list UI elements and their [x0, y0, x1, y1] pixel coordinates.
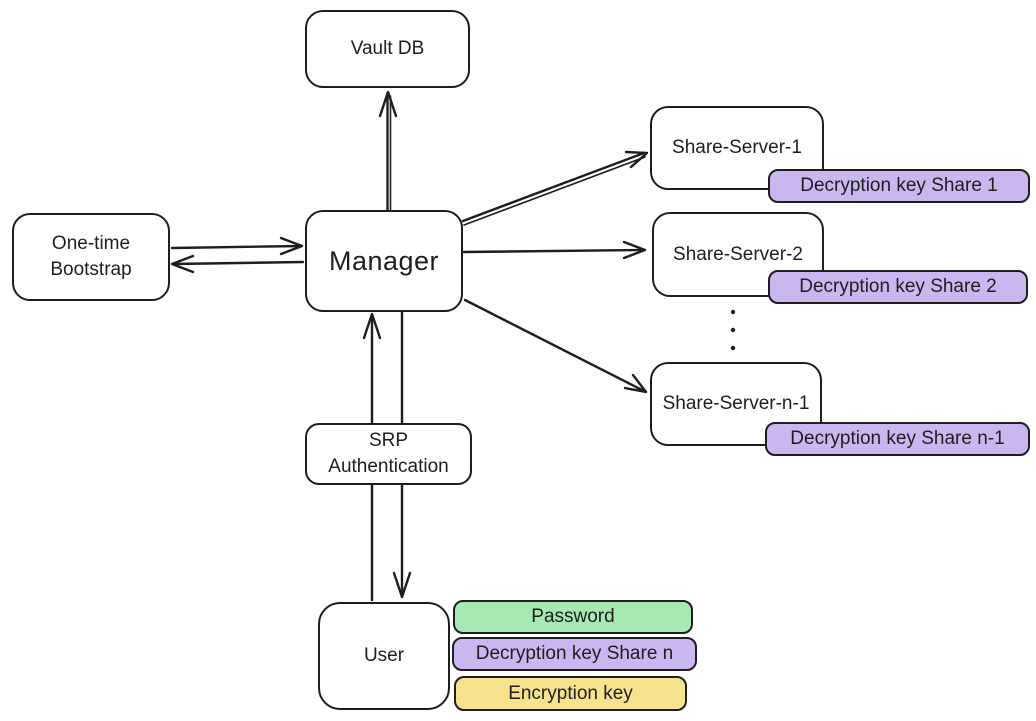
node-share-server-n-1-label: Share-Server-n-1 [662, 393, 810, 415]
node-share-server-1: Share-Server-1 [650, 106, 824, 190]
arrow-manager-to-share-server-n-1 [463, 298, 648, 394]
arrow-manager-to-share-server-1 [461, 150, 649, 226]
tag-encryption-key-label: Encryption key [508, 682, 633, 704]
tag-password: Password [453, 600, 693, 634]
tag-decryption-key-share-n: Decryption key Share n [452, 637, 697, 671]
arrow-bootstrap-to-manager [170, 236, 304, 256]
node-manager-label: Manager [328, 245, 440, 276]
node-srp-authentication: SRP Authentication [305, 423, 472, 485]
node-user: User [318, 602, 450, 710]
tag-decryption-key-share-2: Decryption key Share 2 [768, 270, 1028, 304]
arrow-manager-to-share-server-2 [462, 240, 647, 260]
node-manager: Manager [305, 210, 463, 312]
node-share-server-2: Share-Server-2 [652, 212, 824, 297]
tag-password-label: Password [531, 606, 615, 627]
node-srp-authentication-label: SRP Authentication [328, 430, 449, 477]
arrow-manager-to-vault-db [378, 90, 398, 212]
tag-decryption-key-share-1: Decryption key Share 1 [768, 169, 1030, 203]
node-one-time-bootstrap-label: One-time Bootstrap [50, 233, 132, 280]
node-share-server-2-label: Share-Server-2 [673, 243, 803, 265]
node-vault-db-label: Vault DB [350, 38, 425, 60]
node-one-time-bootstrap: One-time Bootstrap [12, 213, 170, 301]
tag-encryption-key: Encryption key [454, 676, 687, 711]
tag-decryption-key-share-n-1-label: Decryption key Share n-1 [790, 428, 1005, 449]
tag-decryption-key-share-1-label: Decryption key Share 1 [800, 175, 998, 196]
node-share-server-1-label: Share-Server-1 [672, 137, 802, 159]
tag-decryption-key-share-n-1: Decryption key Share n-1 [765, 422, 1030, 456]
ellipsis-dots [730, 309, 736, 351]
node-user-label: User [363, 645, 405, 667]
arrow-manager-to-bootstrap [170, 254, 305, 274]
tag-decryption-key-share-n-label: Decryption key Share n [475, 643, 674, 664]
tag-decryption-key-share-2-label: Decryption key Share 2 [799, 276, 997, 297]
node-vault-db: Vault DB [305, 10, 470, 88]
